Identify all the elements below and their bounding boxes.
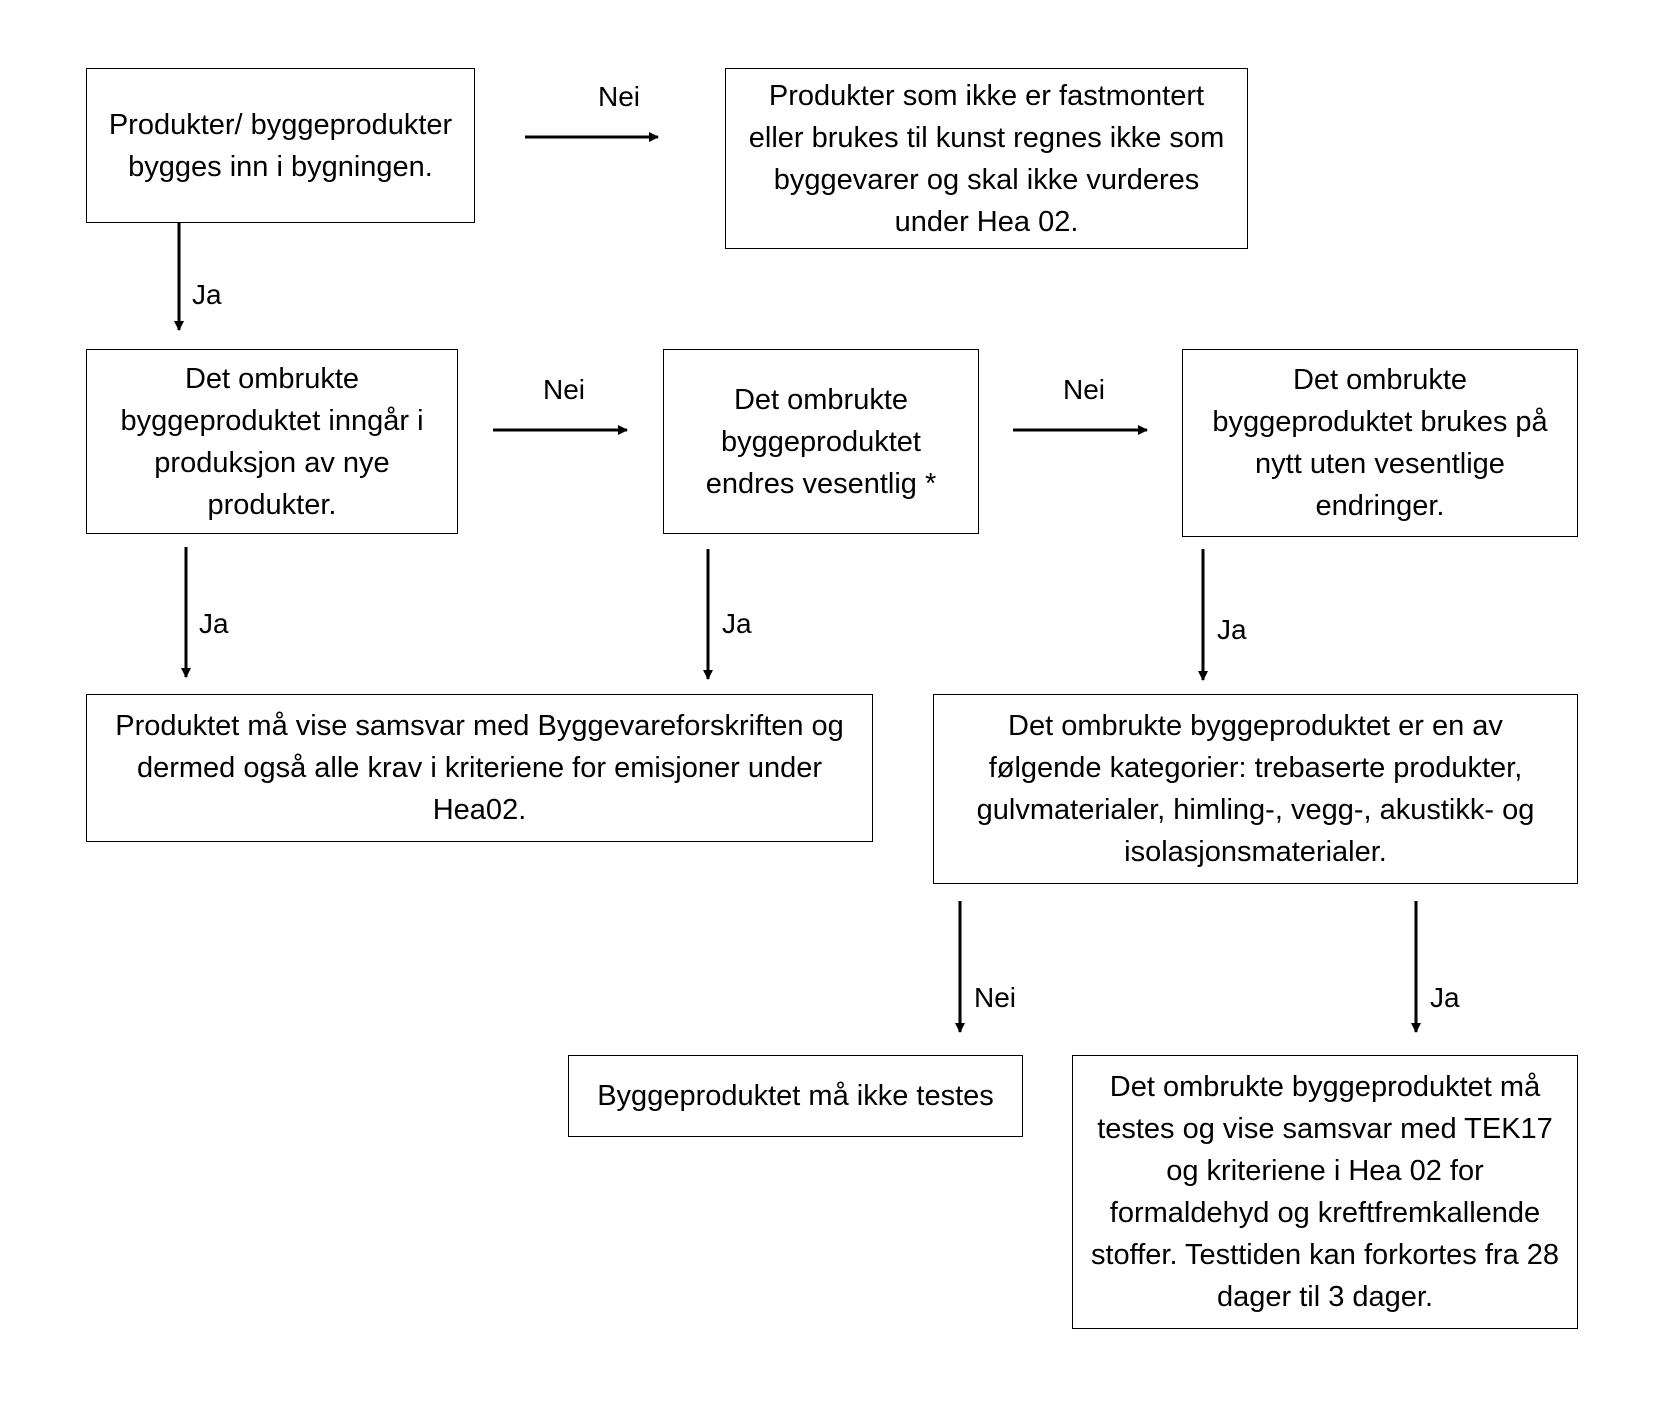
text-line: byggeproduktet brukes på xyxy=(1212,406,1548,438)
edge-label-unchanged-yes: Ja xyxy=(1217,614,1247,645)
node-new-production-text: Det ombrukte byggeproduktet inngår i produ… xyxy=(120,358,423,526)
text-line: Det ombrukte xyxy=(733,383,909,416)
node-new-production: Det ombrukte byggeproduktet inngår i produ… xyxy=(86,349,458,534)
text-line: og kriteriene i Hea 02 for xyxy=(1166,1155,1484,1187)
text-line: Produkter som ikke er fastmontert xyxy=(768,79,1205,112)
text-line: følgende kategorier: trebaserte produkte… xyxy=(988,752,1523,784)
text-line: under Hea 02. xyxy=(894,205,1079,238)
text-line: produksjon av nye xyxy=(154,446,390,479)
edge-label-start-no: Nei xyxy=(598,81,641,112)
text-line: dager til 3 dager. xyxy=(1216,1281,1434,1313)
text-line: formaldehyd og kreftfremkallende xyxy=(1109,1197,1541,1229)
edge-label-new-production-yes: Ja xyxy=(199,608,229,639)
edge-label-category-no: Nei xyxy=(974,982,1017,1013)
text-line: Hea02. xyxy=(432,794,527,826)
node-no-test: Byggeproduktet må ikke testes xyxy=(568,1055,1023,1137)
edge-label-start-yes: Ja xyxy=(192,279,222,310)
node-changed-significantly-text: Det ombrukte byggeproduktet endres vesentl… xyxy=(706,379,937,505)
text-line: Produkter/ byggeprodukter xyxy=(108,108,453,141)
text-line: Byggeproduktet må ikke testes xyxy=(597,1080,994,1112)
text-line: produkter. xyxy=(207,488,337,521)
edge-label-changed-yes: Ja xyxy=(722,608,752,639)
text-line: stoffer. Testtiden kan forkortes fra 28 xyxy=(1090,1239,1560,1271)
text-line: byggeproduktet xyxy=(721,425,921,458)
text-line: testes og vise samsvar med TEK17 xyxy=(1097,1113,1553,1145)
text-line: byggeproduktet inngår i xyxy=(120,404,424,437)
text-line: Det ombrukte byggeproduktet er en av xyxy=(1008,710,1503,742)
node-conformity-text: Produktet må vise samsvar med Byggevaref… xyxy=(115,705,844,831)
node-not-building-product: Produkter som ikke er fastmontert eller b… xyxy=(725,68,1248,249)
node-changed-significantly: Det ombrukte byggeproduktet endres vesentl… xyxy=(663,349,979,534)
text-line: Det ombrukte byggeproduktet må xyxy=(1109,1071,1541,1103)
text-line: endres vesentlig * xyxy=(705,467,937,500)
node-reused-unchanged: Det ombrukte byggeproduktet brukes på nytt… xyxy=(1182,349,1578,537)
text-line: Produktet må vise samsvar med Byggevaref… xyxy=(115,710,844,742)
text-line: gulvmaterialer, himling-, vegg-, akustik… xyxy=(976,794,1535,826)
edge-label-new-production-no: Nei xyxy=(543,374,586,405)
node-category-text: Det ombrukte byggeproduktet er en av følg… xyxy=(977,705,1535,873)
text-line: byggevarer og skal ikke vurderes xyxy=(773,163,1200,196)
node-start: Produkter/ byggeprodukter bygges inn i by… xyxy=(86,68,475,223)
node-conformity: Produktet må vise samsvar med Byggevaref… xyxy=(86,694,873,842)
node-reused-unchanged-text: Det ombrukte byggeproduktet brukes på nytt… xyxy=(1212,359,1547,527)
text-line: nytt uten vesentlige xyxy=(1255,448,1505,480)
text-line: eller brukes til kunst regnes ikke som xyxy=(748,121,1225,154)
node-must-test: Det ombrukte byggeproduktet må testes og … xyxy=(1072,1055,1578,1329)
node-no-test-text: Byggeproduktet må ikke testes xyxy=(597,1075,994,1117)
edge-label-category-yes: Ja xyxy=(1430,982,1460,1013)
node-start-text: Produkter/ byggeprodukter bygges inn i by… xyxy=(109,104,452,188)
node-must-test-text: Det ombrukte byggeproduktet må testes og … xyxy=(1091,1066,1559,1318)
edge-label-changed-no: Nei xyxy=(1063,374,1106,405)
text-line: Det ombrukte xyxy=(1292,364,1468,396)
text-line: dermed også alle krav i kriteriene for e… xyxy=(136,752,823,784)
text-line: bygges inn i bygningen. xyxy=(128,150,433,183)
text-line: endringer. xyxy=(1315,490,1445,522)
text-line: isolasjonsmaterialer. xyxy=(1124,836,1387,868)
node-not-building-product-text: Produkter som ikke er fastmontert eller b… xyxy=(749,75,1224,243)
text-line: Det ombrukte xyxy=(184,362,360,395)
node-category: Det ombrukte byggeproduktet er en av følg… xyxy=(933,694,1578,884)
